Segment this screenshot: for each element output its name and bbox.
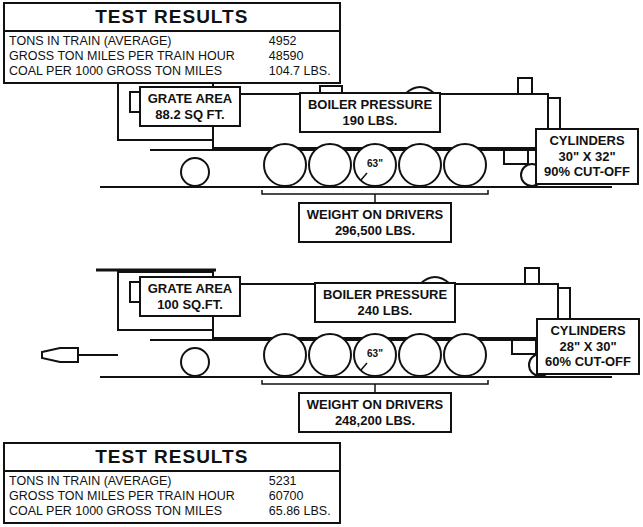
driving-wheel: [444, 144, 486, 186]
boiler-pressure-box: BOILER PRESSURE240 LBS.: [314, 282, 456, 323]
driving-wheel: [264, 144, 306, 186]
driving-wheel: [309, 144, 351, 186]
trailing-wheel: [181, 348, 209, 376]
driving-wheel: [399, 144, 441, 186]
table-cell: 60700: [269, 489, 339, 504]
box-text: 100 SQ.FT.: [148, 297, 233, 313]
diameter-line: [361, 363, 367, 370]
test-results-table: TEST RESULTS TONS IN TRAIN (AVERAGE) 5231G…: [3, 442, 341, 524]
drawbar: [78, 354, 118, 356]
grate-area-box: GRATE AREA100 SQ.FT.: [139, 276, 242, 317]
box-text: CYLINDERS: [545, 323, 631, 339]
box-text: BOILER PRESSURE: [323, 287, 447, 303]
box-text: 248,200 LBS.: [307, 413, 444, 429]
box-text: 296,500 LBS.: [307, 223, 444, 239]
boiler-pressure-box: BOILER PRESSURE190 LBS.: [299, 92, 441, 133]
table-title: TEST RESULTS: [5, 4, 339, 32]
table-cell: TONS IN TRAIN (AVERAGE): [5, 34, 235, 49]
table-cell: 48590: [269, 49, 339, 64]
table-cell: COAL PER 1000 GROSS TON MILES: [5, 64, 235, 79]
box-text: 60% CUT-OFF: [545, 354, 631, 370]
diameter-line: [361, 173, 367, 180]
box-text: WEIGHT ON DRIVERS: [307, 397, 444, 413]
weight-box: WEIGHT ON DRIVERS296,500 LBS.: [298, 202, 453, 243]
stack: [525, 268, 539, 284]
box-text: 30" X 32": [544, 149, 630, 165]
box-text: 28" X 30": [545, 339, 631, 355]
diameter-label: 63": [367, 348, 383, 359]
box-text: 240 LBS.: [323, 303, 447, 319]
booster: [42, 348, 78, 362]
cab-roof: [96, 269, 216, 272]
cylinder: [504, 150, 528, 164]
driving-wheel: [399, 334, 441, 376]
box-text: 190 LBS.: [308, 113, 432, 129]
weight-box: WEIGHT ON DRIVERS248,200 LBS.: [298, 392, 453, 433]
locomotive-upper: [90, 78, 612, 202]
box-text: 90% CUT-OFF: [544, 164, 630, 180]
leader-line: [374, 194, 376, 202]
cylinders-box: CYLINDERS28" X 30"60% CUT-OFF: [536, 318, 640, 375]
stack: [518, 78, 532, 94]
cylinders-box: CYLINDERS30" X 32"90% CUT-OFF: [535, 128, 639, 185]
test-results-table: TEST RESULTS TONS IN TRAIN (AVERAGE) 4952G…: [3, 2, 341, 84]
table-cell: 65.86 LBS.: [269, 504, 339, 519]
driving-wheel: [354, 144, 396, 186]
trailing-wheel: [181, 158, 209, 186]
table-title: TEST RESULTS: [5, 444, 339, 472]
table-cell: 5231: [269, 474, 339, 489]
box-text: GRATE AREA: [148, 281, 233, 297]
leader-line: [374, 384, 376, 392]
grate-area-box: GRATE AREA88.2 SQ FT.: [139, 86, 242, 127]
box-text: GRATE AREA: [148, 91, 233, 107]
driving-wheel: [309, 334, 351, 376]
bracket: [262, 380, 488, 384]
box-text: CYLINDERS: [544, 133, 630, 149]
bracket: [262, 190, 488, 194]
table-cell: TONS IN TRAIN (AVERAGE): [5, 474, 235, 489]
box-text: BOILER PRESSURE: [308, 97, 432, 113]
diameter-label: 63": [367, 158, 383, 169]
locomotive-lower: [42, 268, 612, 392]
table-cell: GROSS TON MILES PER TRAIN HOUR: [5, 49, 235, 64]
boiler: [213, 284, 558, 338]
box-text: 88.2 SQ FT.: [148, 107, 233, 123]
table-cell: 104.7 LBS.: [269, 64, 339, 79]
cylinder: [512, 340, 536, 354]
driving-wheel: [444, 334, 486, 376]
table-cell: 4952: [269, 34, 339, 49]
rail: [100, 376, 612, 378]
table-cell: COAL PER 1000 GROSS TON MILES: [5, 504, 235, 519]
driving-wheel: [264, 334, 306, 376]
table-cell: GROSS TON MILES PER TRAIN HOUR: [5, 489, 235, 504]
boiler: [213, 94, 548, 148]
box-text: WEIGHT ON DRIVERS: [307, 207, 444, 223]
driving-wheel: [354, 334, 396, 376]
